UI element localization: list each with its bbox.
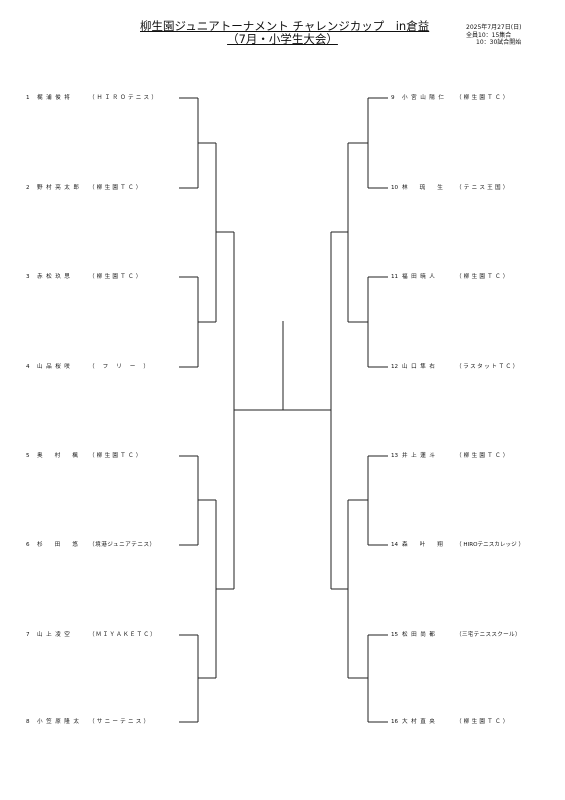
- player-entry: 8 小笠原隆太 （サニーテニス）: [26, 718, 178, 726]
- seed-number: 11: [391, 274, 399, 280]
- player-name: 山品桜咲: [37, 364, 74, 370]
- event-date: 2025年7月27日(日): [466, 24, 522, 31]
- bracket-right-r3: [330, 231, 348, 590]
- player-name: 山上凌空: [37, 632, 74, 638]
- player-club: （柳生園ＴＣ）: [89, 185, 144, 191]
- seed-number: 13: [391, 453, 399, 459]
- player-club: （ラスタットＴＣ）: [456, 364, 520, 370]
- player-club: （柳生園ＴＣ）: [89, 274, 144, 280]
- assembly-time: 全員10：15集合: [466, 31, 512, 39]
- player-name: 杉田悠: [37, 542, 90, 548]
- player-entry: 5 奥村楓（柳生園ＴＣ）: [26, 452, 178, 460]
- seed-number: 12: [391, 364, 399, 370]
- player-club: （柳生園ＴＣ）: [456, 719, 511, 725]
- bracket-final: [234, 321, 331, 411]
- player-club: （柳生園ＴＣ）: [89, 453, 144, 459]
- player-club: （柳生園ＴＣ）: [456, 453, 511, 459]
- seed-number: 5: [26, 453, 30, 459]
- player-entry: 6 杉田悠（境港ジュニアテニス）: [26, 541, 178, 549]
- seed-number: 2: [26, 185, 30, 191]
- player-club: （三宅テニススクール）: [456, 632, 521, 638]
- player-club: （フリー）: [89, 364, 157, 370]
- player-name: 山口隼右: [402, 364, 439, 370]
- player-club: （ＨＩＲＯテニス）: [89, 95, 160, 101]
- tournament-subtitle: （7月・小学生大会）: [227, 32, 338, 46]
- bracket-left-r2: [198, 142, 217, 679]
- seed-number: 3: [26, 274, 30, 280]
- seed-number: 9: [391, 95, 395, 101]
- bracket-right-r1: [367, 97, 388, 723]
- bracket-left-r3: [216, 231, 235, 590]
- seed-number: 8: [26, 719, 30, 725]
- player-name: 林琉生: [402, 185, 455, 191]
- seed-number: 16: [391, 719, 399, 725]
- player-club: （テニス王国）: [456, 185, 511, 191]
- player-entry: 2 野村亮太郎 （柳生園ＴＣ）: [26, 184, 178, 192]
- player-name: 野村亮太郎: [37, 185, 83, 191]
- start-time: 10：30試合開始: [476, 39, 522, 46]
- player-name: 小宮山陽仁: [402, 95, 448, 101]
- player-entry: 4 山品桜咲 （フリー）: [26, 363, 178, 371]
- player-entry: 9 小宮山陽仁 （柳生園ＴＣ）: [391, 94, 543, 102]
- bracket-left-r1: [179, 97, 199, 723]
- player-club: （ HIROテニスカレッジ ）: [456, 542, 525, 548]
- seed-number: 7: [26, 632, 30, 638]
- player-club: （柳生園ＴＣ）: [456, 274, 511, 280]
- seed-number: 1: [26, 95, 30, 101]
- bracket-right-r2: [347, 142, 368, 679]
- player-entry: 3 赤松玖思 （柳生園ＴＣ）: [26, 273, 178, 281]
- player-name: 森叶翔: [402, 542, 455, 548]
- seed-number: 10: [391, 185, 399, 191]
- player-name: 小笠原隆太: [37, 719, 83, 725]
- player-club: （境港ジュニアテニス）: [89, 542, 156, 548]
- player-entry: 7 山上凌空 （ＭＩＹＡＫＥＴＣ）: [26, 631, 178, 639]
- player-name: 井上蓮斗: [402, 453, 439, 459]
- player-club: （ＭＩＹＡＫＥＴＣ）: [89, 632, 157, 638]
- seed-number: 15: [391, 632, 399, 638]
- tournament-title: 柳生園ジュニアトーナメント チャレンジカップ in倉益: [140, 19, 430, 33]
- seed-number: 4: [26, 364, 30, 370]
- player-name: 松田尚都: [402, 632, 439, 638]
- player-name: 赤松玖思: [37, 274, 74, 280]
- player-entry: 1 梶浦俊将 （ＨＩＲＯテニス）: [26, 94, 178, 102]
- player-club: （サニーテニス）: [89, 719, 152, 725]
- player-club: （柳生園ＴＣ）: [456, 95, 511, 101]
- player-name: 奥村楓: [37, 453, 90, 459]
- seed-number: 6: [26, 542, 30, 548]
- player-name: 大村直央: [402, 719, 439, 725]
- player-name: 梶浦俊将: [37, 95, 74, 101]
- seed-number: 14: [391, 542, 399, 548]
- player-name: 福田暁人: [402, 274, 439, 280]
